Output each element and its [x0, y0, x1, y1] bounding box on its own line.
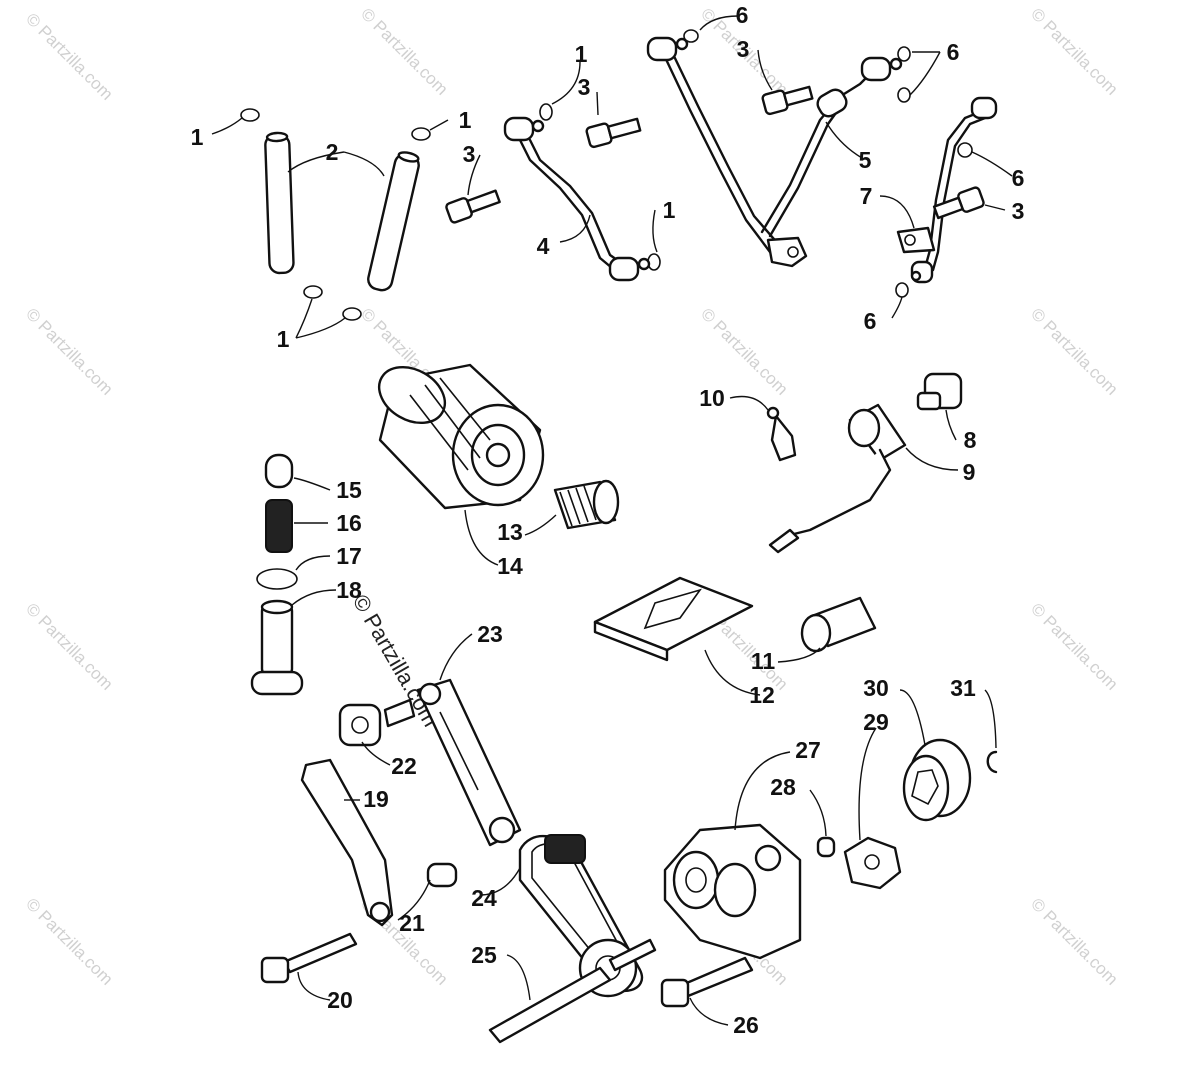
callout-6: 6 — [864, 308, 877, 334]
part-25-shaft — [488, 938, 657, 1044]
part-26-bolt — [660, 956, 754, 1008]
callout-12: 12 — [749, 682, 775, 708]
callout-10: 10 — [699, 385, 725, 411]
callout-5: 5 — [859, 147, 872, 173]
callout-2: 2 — [326, 139, 339, 165]
callout-8: 8 — [964, 427, 977, 453]
part-19-tensioner — [300, 758, 394, 927]
watermark: © Partzilla.com — [357, 4, 451, 98]
part-7-oil-line — [896, 96, 998, 284]
callout-29: 29 — [863, 709, 889, 735]
callout-1: 1 — [277, 326, 290, 352]
callout-labels: 1 1 2 1 1 1 3 3 3 3 4 5 6 6 6 6 7 8 9 10… — [191, 2, 1025, 1038]
callout-3: 3 — [737, 36, 750, 62]
part-9-sensor — [768, 403, 907, 554]
part-11-fitting — [800, 596, 877, 653]
leader-lines — [211, 15, 1013, 1026]
part-31-clip — [986, 750, 998, 774]
callout-3: 3 — [578, 74, 591, 100]
callout-14: 14 — [497, 553, 523, 579]
callout-1: 1 — [191, 124, 204, 150]
part-21-spacer — [426, 862, 458, 888]
part-5-oil-line — [646, 36, 903, 268]
callout-6: 6 — [1012, 165, 1025, 191]
callout-3: 3 — [1012, 198, 1025, 224]
callout-9: 9 — [963, 459, 976, 485]
callout-3: 3 — [463, 141, 476, 167]
part-28-pin — [816, 836, 836, 858]
part-13-spring — [553, 479, 620, 530]
callout-18: 18 — [336, 577, 362, 603]
callout-24: 24 — [471, 885, 497, 911]
callout-11: 11 — [751, 648, 776, 674]
callout-31: 31 — [950, 675, 976, 701]
callout-25: 25 — [471, 942, 497, 968]
watermark: © Partzilla.com — [1027, 599, 1121, 693]
watermark: © Partzilla.com — [1027, 4, 1121, 98]
watermark: © Partzilla.com — [1027, 304, 1121, 398]
part-17-oring — [256, 568, 298, 590]
part-29-inner-rotor — [843, 836, 902, 890]
part-22-bolt — [338, 698, 416, 747]
part-27-pump-body — [663, 823, 802, 960]
callout-1: 1 — [459, 107, 472, 133]
watermark: © Partzilla.com — [22, 304, 116, 398]
part-15-cap — [264, 453, 294, 489]
callout-1: 1 — [575, 41, 588, 67]
callout-26: 26 — [733, 1012, 759, 1038]
callout-30: 30 — [863, 675, 889, 701]
part-20-bolt — [260, 932, 358, 984]
callout-4: 4 — [537, 233, 550, 259]
watermark: © Partzilla.com — [22, 599, 116, 693]
callout-17: 17 — [336, 543, 362, 569]
callout-7: 7 — [860, 183, 873, 209]
part-3-banjo-bolts — [445, 85, 985, 224]
callout-23: 23 — [477, 621, 503, 647]
part-4-oil-line — [503, 116, 651, 282]
part-30-outer-rotor — [902, 738, 972, 822]
callout-27: 27 — [795, 737, 821, 763]
part-8-switch — [916, 372, 963, 411]
callout-15: 15 — [336, 477, 362, 503]
callout-6: 6 — [736, 2, 749, 28]
part-10-clip — [766, 406, 797, 462]
callout-16: 16 — [336, 510, 362, 536]
part-6-orings — [683, 29, 973, 298]
part-18-valve-body — [250, 599, 304, 696]
callout-28: 28 — [770, 774, 796, 800]
part-2-tubes — [264, 131, 420, 292]
callout-1: 1 — [663, 197, 676, 223]
callout-13: 13 — [497, 519, 523, 545]
watermark: © Partzilla.com — [22, 894, 116, 988]
part-14-oil-filter — [378, 363, 545, 510]
part-23-guide — [416, 678, 522, 847]
callout-6: 6 — [947, 39, 960, 65]
part-1-orings — [240, 103, 661, 321]
callout-20: 20 — [327, 987, 353, 1013]
part-12-screen — [593, 576, 754, 662]
part-16-spring — [265, 499, 293, 553]
callout-19: 19 — [363, 786, 389, 812]
watermark: © Partzilla.com — [1027, 894, 1121, 988]
callout-22: 22 — [391, 753, 417, 779]
watermark: © Partzilla.com — [22, 9, 116, 103]
callout-21: 21 — [399, 910, 425, 936]
